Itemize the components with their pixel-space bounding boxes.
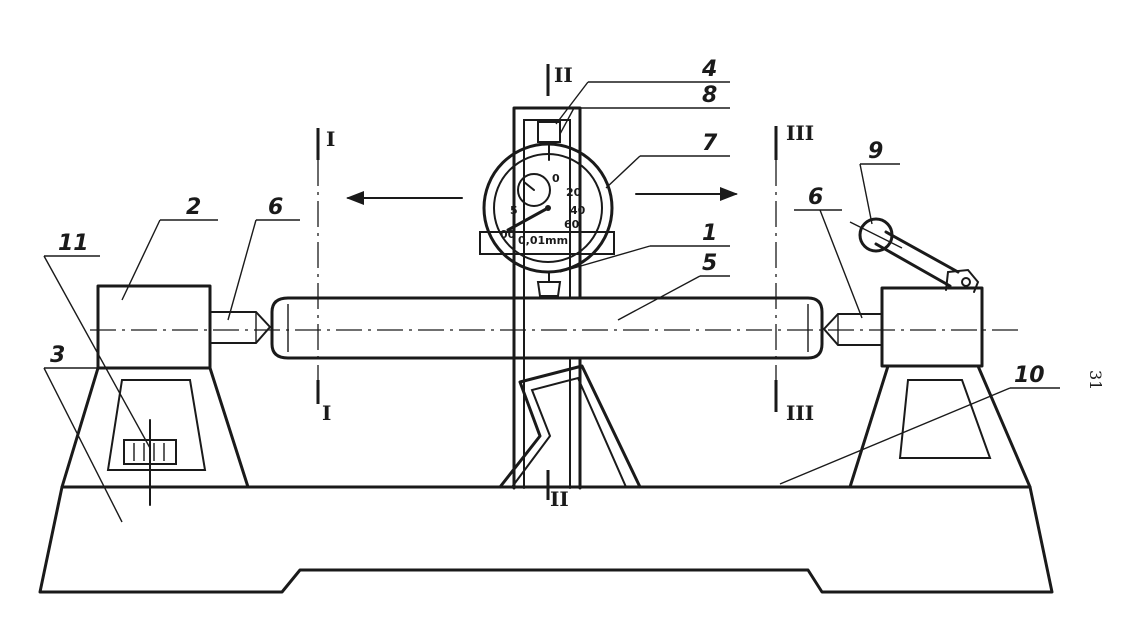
section-label-III-top: III — [786, 121, 814, 145]
right-center — [822, 313, 883, 346]
callout-4: 4 — [701, 57, 717, 82]
callout-10: 10 — [1014, 363, 1045, 388]
slanted-support — [498, 364, 642, 489]
callout-7: 7 — [702, 131, 718, 156]
svg-text:40: 40 — [570, 204, 586, 217]
machine-bed — [38, 485, 1054, 594]
section-label-II-bottom: II — [550, 487, 569, 511]
left-stand-window — [106, 379, 207, 471]
right-tailstock — [880, 286, 984, 368]
callout-5: 5 — [702, 251, 717, 276]
callout-1: 1 — [702, 221, 717, 246]
handle-lever — [874, 230, 960, 288]
indicator-cap — [537, 121, 561, 143]
callout-2: 2 — [186, 195, 201, 220]
callout-8: 8 — [702, 83, 717, 108]
svg-text:20: 20 — [566, 186, 582, 199]
left-headstock — [96, 284, 212, 370]
section-label-III-bottom: III — [786, 401, 814, 425]
callout-9: 9 — [868, 139, 883, 164]
callout-6-left: 6 — [268, 195, 283, 220]
svg-text:00: 00 — [500, 228, 516, 241]
svg-text:0: 0 — [552, 172, 560, 185]
svg-text:0,01mm: 0,01mm — [518, 234, 568, 247]
probe-tip — [536, 281, 562, 297]
page-number: 31 — [1086, 370, 1105, 390]
dial-needle — [506, 206, 550, 232]
right-stand-window — [898, 379, 992, 459]
left-center — [209, 311, 272, 344]
revolution-counter — [517, 173, 551, 207]
section-label-II-top: II — [554, 63, 573, 87]
callout-11: 11 — [58, 231, 89, 256]
indicator-bracket — [479, 231, 615, 255]
section-label-I-top: I — [326, 127, 335, 151]
indicator-column — [512, 106, 582, 490]
callout-3: 3 — [50, 343, 65, 368]
workpiece-shaft — [270, 296, 824, 360]
handle-knob — [858, 217, 894, 253]
callout-6-right: 6 — [808, 185, 823, 210]
svg-text:60: 60 — [564, 218, 580, 231]
svg-text:5: 5 — [510, 204, 518, 217]
section-label-I-bottom: I — [322, 401, 331, 425]
right-stand — [848, 364, 1032, 489]
